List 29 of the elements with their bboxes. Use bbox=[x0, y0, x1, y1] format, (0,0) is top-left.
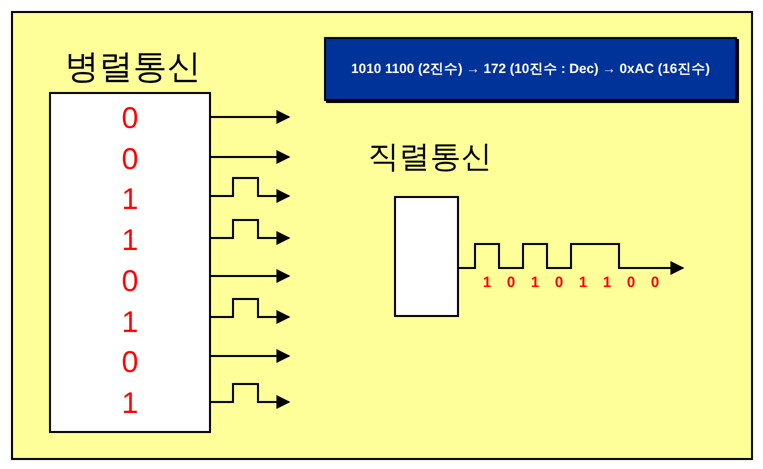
heading: 병렬통신 bbox=[65, 46, 201, 89]
signal-arrow bbox=[211, 219, 290, 245]
heading: 직렬통신 bbox=[368, 138, 492, 177]
bit-digit: 0 bbox=[120, 102, 140, 136]
signal-arrow bbox=[211, 177, 290, 203]
bit-digit: 1 bbox=[120, 386, 140, 421]
signal-arrow bbox=[211, 110, 290, 124]
bit-digit: 0 bbox=[506, 274, 516, 291]
signal-arrow bbox=[459, 243, 684, 275]
bit-digit: 0 bbox=[120, 264, 140, 299]
bit-digit: 1 bbox=[482, 274, 492, 291]
bit-digit: 0 bbox=[554, 274, 564, 291]
signal-arrow bbox=[211, 349, 290, 363]
conversion-text: 1010 1100 (2진수) → 172 (10진수 : Dec) → 0xAC (16진수) bbox=[351, 60, 710, 78]
bit-digit: 0 bbox=[626, 274, 636, 291]
bit-digit: 1 bbox=[120, 224, 140, 258]
bit-digit: 1 bbox=[530, 274, 540, 291]
signal-arrow bbox=[211, 269, 290, 283]
bit-digit: 0 bbox=[120, 346, 140, 380]
bit-digit: 1 bbox=[120, 183, 140, 218]
bit-digit: 0 bbox=[650, 274, 660, 291]
bit-digit: 1 bbox=[578, 274, 588, 291]
bit-digit: 0 bbox=[120, 142, 140, 177]
signal-arrow bbox=[211, 150, 290, 164]
bit-digit: 1 bbox=[602, 274, 612, 291]
info-box bbox=[324, 37, 737, 101]
signal-arrow bbox=[211, 383, 290, 409]
signal-arrow bbox=[211, 298, 290, 324]
bit-digit: 1 bbox=[120, 306, 140, 340]
